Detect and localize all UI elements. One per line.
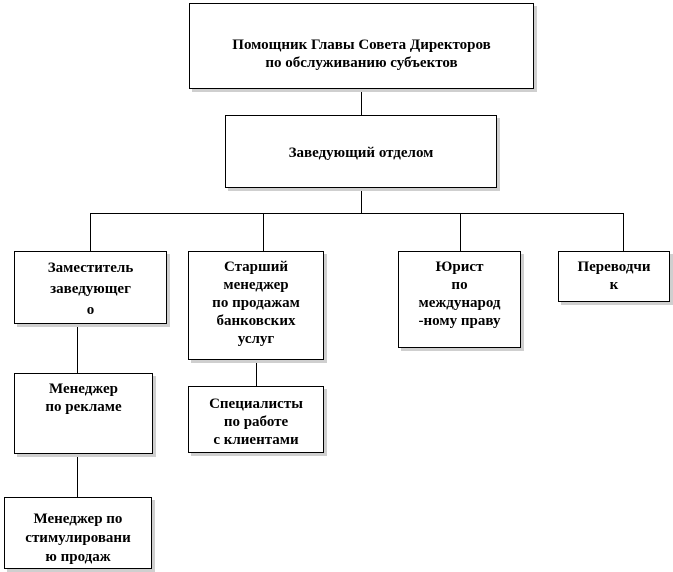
- box-translator: Переводчи к: [558, 251, 670, 302]
- box-assistant-chairman-label: Помощник Главы Совета Директоров по обсл…: [232, 37, 491, 71]
- box-deputy-head-label: Заместитель заведующег о: [47, 260, 134, 318]
- box-department-head-label: Заведующий отделом: [288, 145, 434, 161]
- box-department-head: Заведующий отделом: [225, 115, 497, 188]
- box-senior-sales-manager: Старший менеджер по продажам банковских …: [188, 251, 324, 360]
- connector-branch-bus: [90, 213, 624, 214]
- box-assistant-chairman: Помощник Главы Совета Директоров по обсл…: [189, 3, 534, 89]
- box-sales-promotion-manager-label: Менеджер по стимулировани ю продаж: [25, 511, 131, 565]
- box-advertising-manager: Менеджер по рекламе: [14, 373, 153, 454]
- connector-ad-to-promo: [77, 454, 78, 497]
- box-international-lawyer: Юрист по международ -ному праву: [398, 251, 521, 348]
- connector-deputy-to-ad: [77, 324, 78, 373]
- box-client-specialists: Специалисты по работе с клиентами: [188, 386, 324, 453]
- connector-top-to-head: [361, 89, 362, 115]
- box-client-specialists-label: Специалисты по работе с клиентами: [209, 396, 303, 448]
- box-translator-label: Переводчи к: [577, 259, 651, 293]
- box-sales-promotion-manager: Менеджер по стимулировани ю продаж: [4, 497, 152, 569]
- connector-bus-to-senior: [263, 213, 264, 251]
- box-advertising-manager-label: Менеджер по рекламе: [45, 381, 122, 415]
- box-international-lawyer-label: Юрист по международ -ному праву: [418, 259, 501, 329]
- connector-senior-to-specialists: [256, 360, 257, 386]
- connector-bus-to-translator: [623, 213, 624, 251]
- connector-bus-to-deputy: [90, 213, 91, 251]
- box-deputy-head: Заместитель заведующег о: [14, 251, 167, 324]
- connector-head-down: [361, 188, 362, 213]
- connector-bus-to-lawyer: [460, 213, 461, 251]
- box-senior-sales-manager-label: Старший менеджер по продажам банковских …: [212, 259, 300, 347]
